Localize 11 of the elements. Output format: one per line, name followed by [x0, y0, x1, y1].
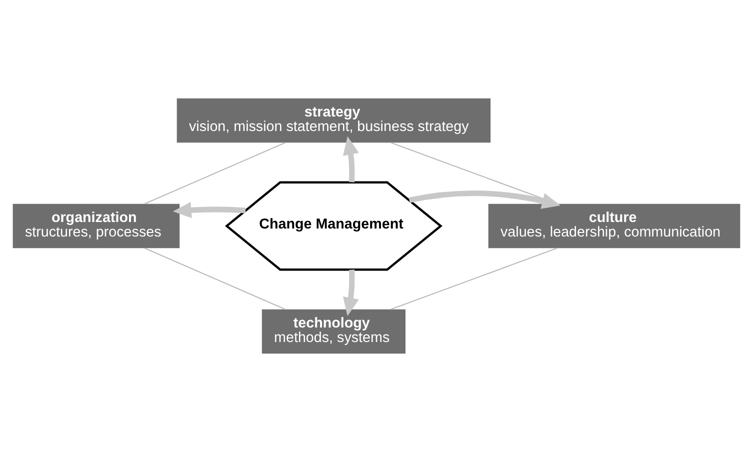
node-box: culture values, leadership, communication: [488, 204, 740, 248]
arrow: [408, 190, 560, 209]
arrow: [342, 270, 359, 316]
connector: [144, 248, 286, 310]
node-box: strategy vision, mission statement, business strategy: [176, 98, 491, 143]
node-box: technology methods, systems: [262, 309, 406, 354]
arrow: [343, 136, 359, 182]
connector: [390, 248, 558, 310]
connector: [144, 142, 286, 204]
arrow: [172, 202, 246, 218]
node-box: organization structures, processes: [12, 204, 180, 248]
